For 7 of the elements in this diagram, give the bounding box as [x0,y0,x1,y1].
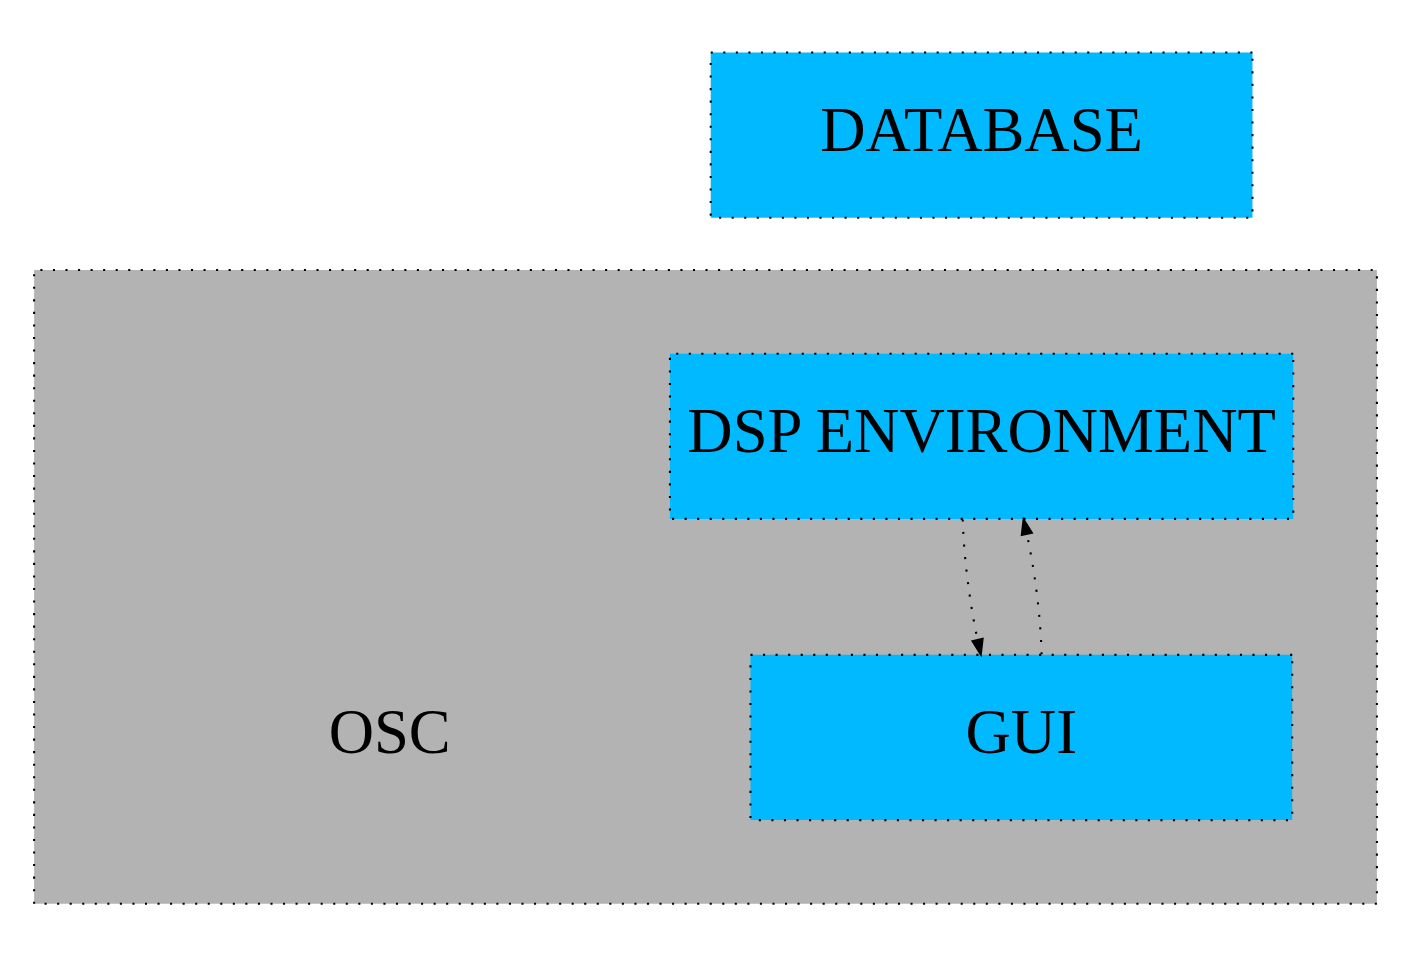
arrow [961,519,984,658]
node-box: GUI [748,653,1293,822]
node-box: DATABASE [709,51,1253,219]
arrow [1020,516,1043,655]
cluster [32,268,1378,905]
node-box: DSP ENVIRONMENT [668,352,1294,520]
label: OSC [328,697,451,768]
